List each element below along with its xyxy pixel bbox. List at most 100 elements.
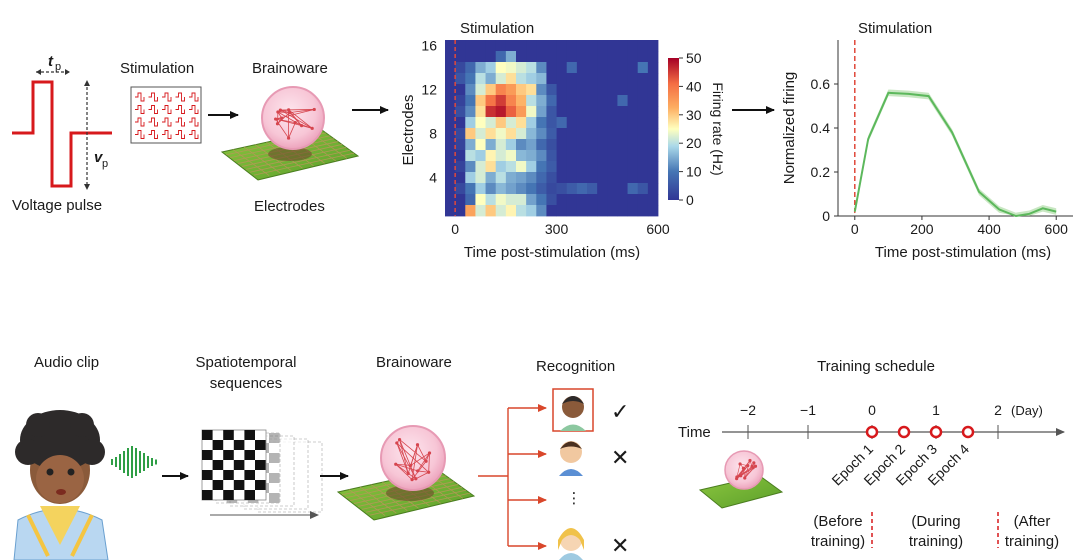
- heatmap-cell: [536, 139, 547, 151]
- heatmap-cell: [455, 172, 466, 184]
- heatmap-cell: [526, 183, 537, 195]
- heatmap-cell: [485, 95, 497, 107]
- line-series: [853, 91, 1057, 218]
- brainoware-organoid-a: Brainoware Electrodes: [220, 60, 360, 215]
- heatmap-cell: [455, 161, 466, 173]
- heatmap-cell: [445, 40, 456, 52]
- heatmap-cell: [445, 150, 456, 162]
- sound-wave: [111, 446, 157, 478]
- heatmap-cell: [647, 194, 659, 206]
- heatmap-cell: [587, 95, 598, 107]
- heatmap-cell: [465, 161, 476, 173]
- heatmap-cell: [556, 205, 568, 217]
- heatmap-cell: [597, 183, 608, 195]
- heatmap-cell: [546, 183, 557, 195]
- heatmap-cell: [637, 95, 649, 107]
- heatmap-cell: [647, 73, 659, 85]
- heatmap-cell: [465, 40, 476, 52]
- heatmap-cell: [597, 128, 608, 140]
- heatmap-cell: [647, 205, 659, 217]
- heatmap-cell: [465, 150, 476, 162]
- heatmap-cell: [576, 161, 588, 173]
- heatmap-cell: [546, 62, 557, 74]
- colorbar-tick: 20: [686, 135, 702, 151]
- heatmap-cell: [587, 183, 598, 195]
- heatmap-cell: [485, 84, 497, 96]
- heatmap-cell: [647, 106, 659, 118]
- heatmap-cell: [597, 205, 608, 217]
- colorbar-tick: 40: [686, 78, 702, 94]
- heatmap-cell: [607, 117, 618, 129]
- heatmap-cell: [475, 139, 486, 151]
- heatmap-cell: [647, 172, 659, 184]
- heatmap-cell: [587, 73, 598, 85]
- heatmap-cell: [536, 172, 547, 184]
- heatmap-cell: [455, 62, 466, 74]
- heatmap-cell: [445, 205, 456, 217]
- heatmap-cell: [566, 183, 578, 195]
- heatmap-cell: [475, 172, 486, 184]
- heatmap-cell: [556, 62, 568, 74]
- stimulation-grid: [130, 86, 202, 144]
- neuron-network-b: [394, 437, 432, 482]
- heatmap-cell: [597, 95, 608, 107]
- heatmap-cell: [607, 40, 618, 52]
- heatmap-cell: [607, 73, 618, 85]
- day-tick-label: −1: [800, 402, 816, 418]
- heatmap-cell: [475, 205, 486, 217]
- heatmap-cell: [485, 205, 497, 217]
- heatmap-cell: [475, 62, 486, 74]
- heatmap-cell: [607, 172, 618, 184]
- heatmap-cell: [516, 172, 527, 184]
- heatmap-cell: [607, 183, 618, 195]
- epoch-marker: [865, 425, 879, 439]
- heatmap-cell: [607, 150, 618, 162]
- heatmap-cell: [505, 183, 517, 195]
- heatmap-cell: [647, 95, 659, 107]
- heatmap-cell: [627, 161, 639, 173]
- heatmap-cell: [465, 62, 476, 74]
- heatmap-cell: [536, 106, 547, 118]
- colorbar: [668, 58, 679, 200]
- heatmap-cell: [516, 95, 527, 107]
- heatmap-cell: [576, 194, 588, 206]
- heatmap-cell: [617, 117, 628, 129]
- heatmap-cell: [485, 117, 497, 129]
- heatmap-cell: [617, 128, 628, 140]
- organoid-a: [261, 86, 325, 150]
- heatmap-cell: [647, 40, 659, 52]
- heatmap-cell: [587, 51, 598, 63]
- heatmap-cell: [556, 51, 568, 63]
- heatmap-cell: [505, 150, 517, 162]
- heatmap-cell: [536, 194, 547, 206]
- stimulation-label: Stimulation: [120, 60, 194, 77]
- heatmap-cell: [465, 106, 476, 118]
- heatmap-cell: [516, 128, 527, 140]
- heatmap-cell: [597, 150, 608, 162]
- heatmap-cell: [455, 150, 466, 162]
- wrong-cross-icon-2: ✕: [611, 533, 629, 558]
- heatmap-ylabel: Electrodes: [400, 95, 417, 166]
- heatmap-cell: [566, 194, 578, 206]
- heatmap-cell: [546, 95, 557, 107]
- heatmap-cell: [495, 73, 507, 85]
- line-y-tick: 0.6: [811, 76, 831, 92]
- heatmap-cell: [637, 117, 649, 129]
- heatmap-cell: [516, 106, 527, 118]
- heatmap-cell: [465, 84, 476, 96]
- vp-label: v: [94, 149, 104, 166]
- heatmap-cell: [637, 205, 649, 217]
- heatmap-xlabel: Time post-stimulation (ms): [464, 244, 640, 261]
- heatmap-cell: [475, 194, 486, 206]
- heatmap-cell: [546, 51, 557, 63]
- day-tick-label: −2: [740, 402, 756, 418]
- heatmap-cell: [576, 150, 588, 162]
- heatmap-cell: [647, 117, 659, 129]
- heatmap-cell: [566, 172, 578, 184]
- heatmap-cell: [546, 139, 557, 151]
- line-y-tick: 0.2: [811, 164, 831, 180]
- heatmap-cell: [576, 40, 588, 52]
- heatmap-cell: [627, 139, 639, 151]
